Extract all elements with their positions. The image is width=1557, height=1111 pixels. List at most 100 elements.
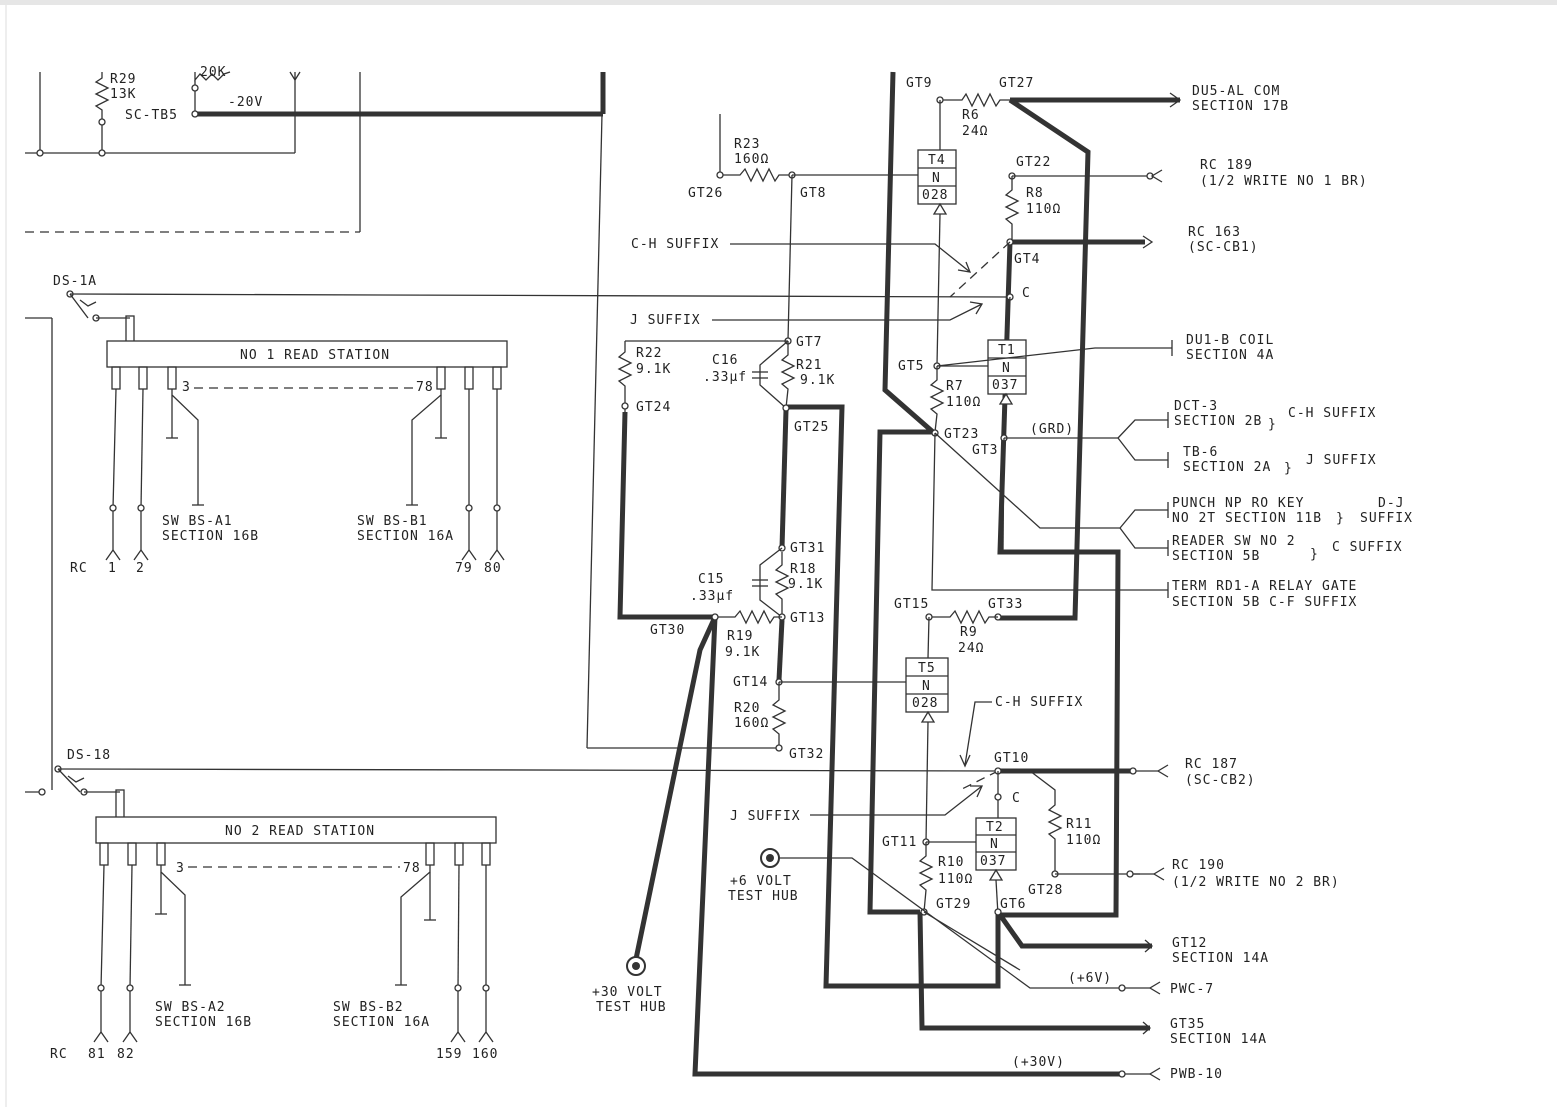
punch-suffix-1: D-J [1378,496,1404,511]
no2-read-station-label: NO 2 READ STATION [225,824,375,839]
rc-2-label: 2 [136,561,145,576]
no2-read-station-box [95,816,497,844]
rc-79-label: 79 [455,561,473,576]
transistor-t1 [987,339,1027,395]
gt3-label: GT3 [972,443,998,458]
r8-value: 110Ω [1026,202,1061,217]
neg20v-label: -20V [228,95,263,110]
transistor-t4 [917,149,957,205]
gt35-label: GT35 [1170,1017,1205,1032]
pin-78-label-2: 78 [403,861,421,876]
r20-value: 160Ω [734,716,769,731]
read-station-1-group: DS-1A NO 1 READ STATION 3 78 [25,274,1011,790]
r6-value: 24Ω [962,124,988,139]
gt15-label: GT15 [894,597,929,612]
term-label: TERM RD1-A RELAY GATE [1172,579,1357,594]
reader-label: READER SW NO 2 [1172,534,1296,549]
sc-tb5-label: SC-TB5 [125,108,178,123]
tb6-brace: } [1284,461,1293,476]
gt4-label: GT4 [1014,252,1040,267]
du1-coil-section: SECTION 4A [1186,348,1274,363]
r6-label: R6 [962,108,980,123]
t2-id: T2 [986,820,1004,835]
upper-section: GT9 GT27 R6 24Ω T4 N 028 R23 160Ω GT26 G… [630,76,1173,598]
r29-label: R29 [110,72,136,87]
sw-bs-a2-section: SECTION 16B [155,1015,252,1030]
rc187-desc: (SC-CB2) [1185,773,1256,788]
top-border [0,0,1557,5]
du1-coil-label: DU1-B COIL [1186,333,1274,348]
t4-type: N [932,171,941,186]
j-suffix-label-1: J SUFFIX [630,313,701,328]
reader-brace: } [1310,547,1319,562]
punch-label: PUNCH NP RO KEY [1172,496,1304,511]
c15-label: C15 [698,572,724,587]
t5-type: N [922,679,931,694]
gt7-label: GT7 [796,335,822,350]
gt26-label: GT26 [688,186,723,201]
r20-label: R20 [734,701,760,716]
gt28-label: GT28 [1028,883,1063,898]
r23-value: 160Ω [734,152,769,167]
gt11-label: GT11 [882,835,917,850]
punch-section: NO 2T SECTION 11B [1172,511,1322,526]
terminals [1118,92,1182,1081]
plus6v-label: +6 VOLT [730,874,792,889]
ds1a-label: DS-1A [53,274,97,289]
pwb10-label: PWB-10 [1170,1067,1223,1082]
punch-suffix-2: SUFFIX [1360,511,1413,526]
du5-label: DU5-AL COM [1192,84,1280,99]
term-section: SECTION 5B C-F SUFFIX [1172,595,1357,610]
sw-bs-a1-label: SW BS-A1 [162,514,233,529]
rc-b-label: RC [50,1047,68,1062]
dct3-suffix: C-H SUFFIX [1288,406,1376,421]
rc-160-label: 160 [472,1047,498,1062]
dct3-label: DCT-3 [1174,399,1218,414]
rc-82-label: 82 [117,1047,135,1062]
plus30v-line-label: (+30V) [1012,1055,1065,1070]
top-left-fragment: R29 13K 20K -20V SC-TB5 [25,65,603,233]
plus6v-hub-label: TEST HUB [728,889,799,904]
t4-id: T4 [928,153,946,168]
gt10-label: GT10 [994,751,1029,766]
t1-code: 037 [992,378,1018,393]
ds18-label: DS-18 [67,748,111,763]
dct3-section: SECTION 2B [1174,414,1262,429]
r9-value: 24Ω [958,641,984,656]
r18-value: 9.1K [788,577,823,592]
gt6-label: GT6 [1000,897,1026,912]
r10-label: R10 [938,855,964,870]
gt12-section: SECTION 14A [1172,951,1269,966]
r20k-label: 20K [200,65,226,80]
rc187-label: RC 187 [1185,757,1238,772]
rc190-label: RC 190 [1172,858,1225,873]
du5-section: SECTION 17B [1192,99,1289,114]
r8-label: R8 [1026,186,1044,201]
r21-value: 9.1K [800,373,835,388]
read-station-2-group: DS-18 NO 2 READ STATION 3 78 [25,748,1001,1062]
rc189-label: RC 189 [1200,158,1253,173]
c15-value: .33µf [690,589,734,604]
gt30-label: GT30 [650,623,685,638]
r18-label: R18 [790,562,816,577]
dct3-brace: } [1268,417,1277,432]
gt23-label: GT23 [944,427,979,442]
t1-type: N [1002,361,1011,376]
gt33-label: GT33 [988,597,1023,612]
r7-value: 110Ω [946,395,981,410]
r11-value: 110Ω [1066,833,1101,848]
c-contact-2: C [1012,791,1021,806]
plus30v-label: +30 VOLT [592,985,663,1000]
t5-id: T5 [918,661,936,676]
t5-code: 028 [912,696,938,711]
middle-section: GT7 R22 9.1K GT24 C16 .33µf R21 9.1K GT2… [617,335,906,762]
rc163-label: RC 163 [1188,225,1241,240]
j-suffix-label-2: J SUFFIX [730,809,801,824]
r22-value: 9.1K [636,362,671,377]
t2-code: 037 [980,854,1006,869]
rc-a-label: RC [70,561,88,576]
ch-suffix-label-2: C-H SUFFIX [995,695,1083,710]
gt35-section: SECTION 14A [1170,1032,1267,1047]
c16-label: C16 [712,353,738,368]
